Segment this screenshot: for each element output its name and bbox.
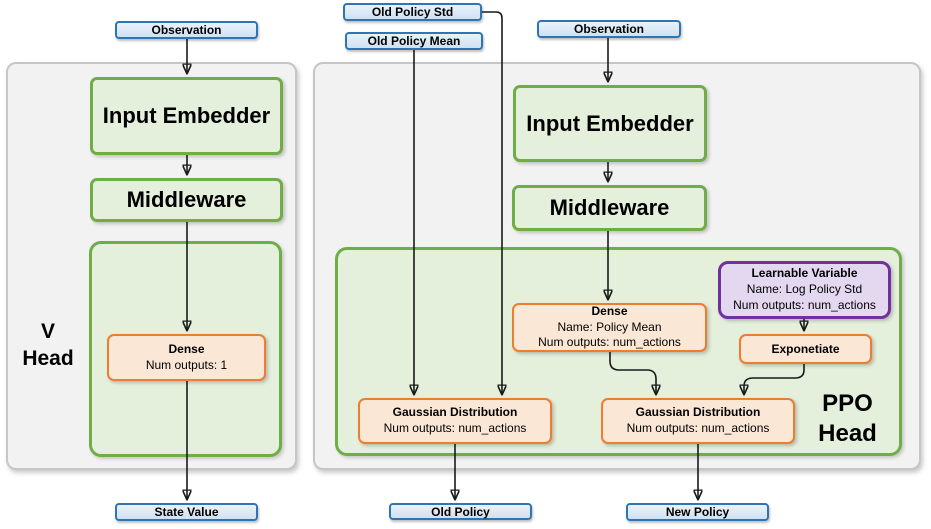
v-observation-node: Observation	[115, 21, 258, 39]
v-head-label-line2: Head	[22, 347, 74, 370]
ppo-dense-title: Dense	[591, 303, 628, 318]
v-head-label: V Head	[7, 316, 89, 374]
new-policy-output-node: New Policy	[626, 503, 769, 521]
gaussian-distribution-old-node: Gaussian Distribution Num outputs: num_a…	[358, 398, 552, 444]
state-value-node: State Value	[115, 503, 258, 521]
gaussian-distribution-new-node: Gaussian Distribution Num outputs: num_a…	[601, 398, 795, 444]
ppo-head-label-line2: Head	[818, 420, 877, 447]
gaussian-new-title: Gaussian Distribution	[635, 405, 761, 420]
v-dense-title: Dense	[168, 341, 205, 356]
v-middleware-node: Middleware	[90, 178, 283, 222]
v-input-embedder-node: Input Embedder	[90, 77, 283, 155]
ppo-head-label: PPO Head	[795, 389, 900, 449]
learnable-variable-node: Learnable Variable Name: Log Policy Std …	[718, 261, 891, 319]
learnable-variable-name: Name: Log Policy Std	[746, 282, 863, 297]
exponetiate-node: Exponetiate	[739, 334, 872, 364]
old-policy-mean-node: Old Policy Mean	[345, 32, 483, 50]
old-policy-std-node: Old Policy Std	[343, 3, 482, 21]
ppo-dense-name: Name: Policy Mean	[557, 319, 662, 334]
v-dense-outputs: Num outputs: 1	[145, 357, 228, 372]
gaussian-new-outputs: Num outputs: num_actions	[626, 421, 770, 435]
learnable-variable-outputs: Num outputs: num_actions	[733, 297, 876, 312]
gaussian-old-outputs: Num outputs: num_actions	[383, 421, 527, 435]
ppo-head-label-line1: PPO	[822, 390, 873, 417]
ppo-input-embedder-node: Input Embedder	[513, 85, 707, 162]
v-head-label-line1: V	[40, 319, 55, 343]
ppo-dense-node: Dense Name: Policy Mean Num outputs: num…	[512, 303, 707, 352]
ppo-observation-node: Observation	[537, 20, 681, 38]
old-policy-output-node: Old Policy	[389, 503, 532, 520]
ppo-middleware-node: Middleware	[512, 185, 707, 231]
ppo-dense-outputs: Num outputs: num_actions	[538, 335, 681, 350]
v-dense-node: Dense Num outputs: 1	[107, 334, 266, 381]
learnable-variable-title: Learnable Variable	[751, 266, 858, 281]
gaussian-old-title: Gaussian Distribution	[392, 405, 518, 420]
